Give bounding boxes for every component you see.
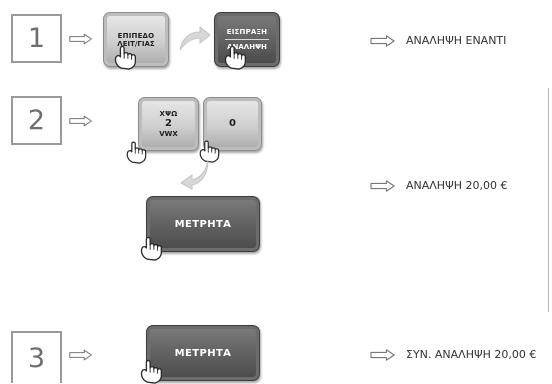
curved-arrow-down-icon [180, 159, 209, 190]
key-2[interactable]: ΧΨΩ 2 VWX [138, 97, 199, 151]
key-2-letters-top: ΧΨΩ [159, 110, 178, 118]
step-number-1: 1 [11, 14, 62, 63]
result-step-2: ΑΝΑΛΗΨΗ 20,00 € [370, 179, 508, 192]
result-text: ΑΝΑΛΗΨΗ ΕΝΑΝΤΙ [406, 34, 507, 47]
cash-key[interactable]: ΜΕΤΡΗΤΑ [146, 325, 260, 381]
step-number-3: 3 [11, 331, 62, 383]
level-key-label-1: ΕΠΙΠΕΔΟ [117, 31, 155, 40]
receipt-key-label-2: ΑΝΑΛΗΨΗ [227, 43, 267, 51]
hand-pointer-icon [124, 138, 150, 164]
level-key[interactable]: ΕΠΙΠΕΔΟ ΛΕΙΤ/ΓΙΑΣ [103, 12, 169, 67]
result-arrow-icon [370, 180, 396, 192]
cash-key-label: ΜΕΤΡΗΤΑ [174, 218, 232, 230]
result-step-3: ΣΥΝ. ΑΝΑΛΗΨΗ 20,00 € [370, 348, 536, 361]
cash-key-label: ΜΕΤΡΗΤΑ [174, 347, 232, 359]
level-key-label-2: ΛΕΙΤ/ΓΙΑΣ [117, 39, 155, 48]
hand-pointer-icon [138, 233, 166, 261]
result-arrow-icon [370, 35, 396, 47]
receipt-withdrawal-key[interactable]: ΕΙΣΠΡΑΞΗ ΑΝΑΛΗΨΗ [214, 12, 280, 67]
divider-line [548, 88, 549, 312]
arrow-right-icon [69, 33, 93, 45]
step-number-text: 1 [27, 23, 46, 54]
hand-pointer-icon [138, 356, 166, 384]
arrow-right-icon [69, 115, 93, 127]
step-number-text: 3 [27, 342, 46, 374]
cash-key[interactable]: ΜΕΤΡΗΤΑ [146, 196, 260, 252]
key-2-digit: 2 [165, 118, 172, 129]
receipt-key-label-1: ΕΙΣΠΡΑΞΗ [226, 28, 268, 36]
arrow-right-icon [69, 349, 93, 361]
hand-pointer-icon [112, 42, 140, 70]
key-0-digit: 0 [229, 118, 236, 129]
curved-arrow-icon [179, 25, 211, 51]
result-text: ΣΥΝ. ΑΝΑΛΗΨΗ 20,00 € [406, 348, 537, 361]
key-0[interactable]: 0 [203, 97, 262, 151]
result-arrow-icon [370, 349, 396, 361]
key-2-letters-bottom: VWX [159, 130, 178, 138]
result-step-1: ΑΝΑΛΗΨΗ ΕΝΑΝΤΙ [370, 34, 506, 47]
step-number-2: 2 [11, 96, 62, 145]
hand-pointer-icon [222, 42, 250, 70]
step-number-text: 2 [27, 105, 46, 136]
key-divider [225, 39, 269, 40]
result-text: ΑΝΑΛΗΨΗ 20,00 € [406, 179, 508, 192]
